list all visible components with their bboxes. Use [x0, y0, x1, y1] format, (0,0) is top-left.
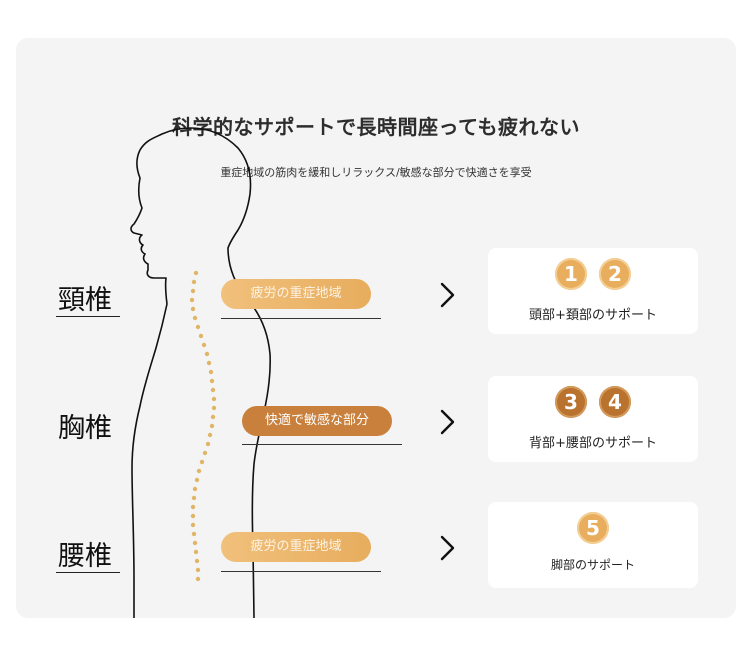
- spine-dots: [189, 270, 217, 582]
- badge-number: 1: [555, 258, 587, 290]
- spine-label-thoracic: 胸椎: [58, 413, 112, 444]
- spine-label-underline: [56, 572, 120, 573]
- support-card-back-waist: 3 4 背部+腰部のサポート: [488, 376, 698, 462]
- chevron-right-icon: [440, 535, 455, 561]
- feature-panel: 科学的なサポートで長時間座っても疲れない 重症地域の筋肉を緩和しリラックス/敏感…: [16, 38, 736, 618]
- human-silhouette-icon: [130, 127, 271, 618]
- tag-underline: [221, 571, 381, 572]
- badge-group: 1 2: [488, 258, 698, 290]
- region-tag-thoracic: 快適で敏感な部分: [242, 406, 392, 436]
- chevron-right-icon: [440, 282, 455, 308]
- badge-number: 3: [555, 386, 587, 418]
- badge-number: 4: [599, 386, 631, 418]
- support-text: 脚部のサポート: [550, 558, 635, 572]
- support-text: 背部+腰部のサポート: [529, 436, 657, 451]
- spine-label-cervical: 頸椎: [58, 285, 112, 316]
- spine-label-lumbar: 腰椎: [58, 541, 112, 572]
- tag-underline: [242, 444, 402, 445]
- page-subtitle: 重症地域の筋肉を緩和しリラックス/敏感な部分で快適さを享受: [220, 166, 532, 179]
- tag-underline: [221, 318, 381, 319]
- support-card-leg: 5 脚部のサポート: [488, 502, 698, 588]
- badge-number: 5: [577, 512, 609, 544]
- badge-group: 5: [488, 512, 698, 544]
- chevron-right-icon: [440, 409, 455, 435]
- badge-number: 2: [599, 258, 631, 290]
- region-tag-cervical: 疲労の重症地域: [221, 279, 371, 309]
- support-card-head-neck: 1 2 頭部+頚部のサポート: [488, 248, 698, 334]
- spine-label-underline: [56, 316, 120, 317]
- badge-group: 3 4: [488, 386, 698, 418]
- support-text: 頭部+頚部のサポート: [529, 308, 657, 323]
- page-title: 科学的なサポートで長時間座っても疲れない: [172, 115, 580, 139]
- region-tag-lumbar: 疲労の重症地域: [221, 532, 371, 562]
